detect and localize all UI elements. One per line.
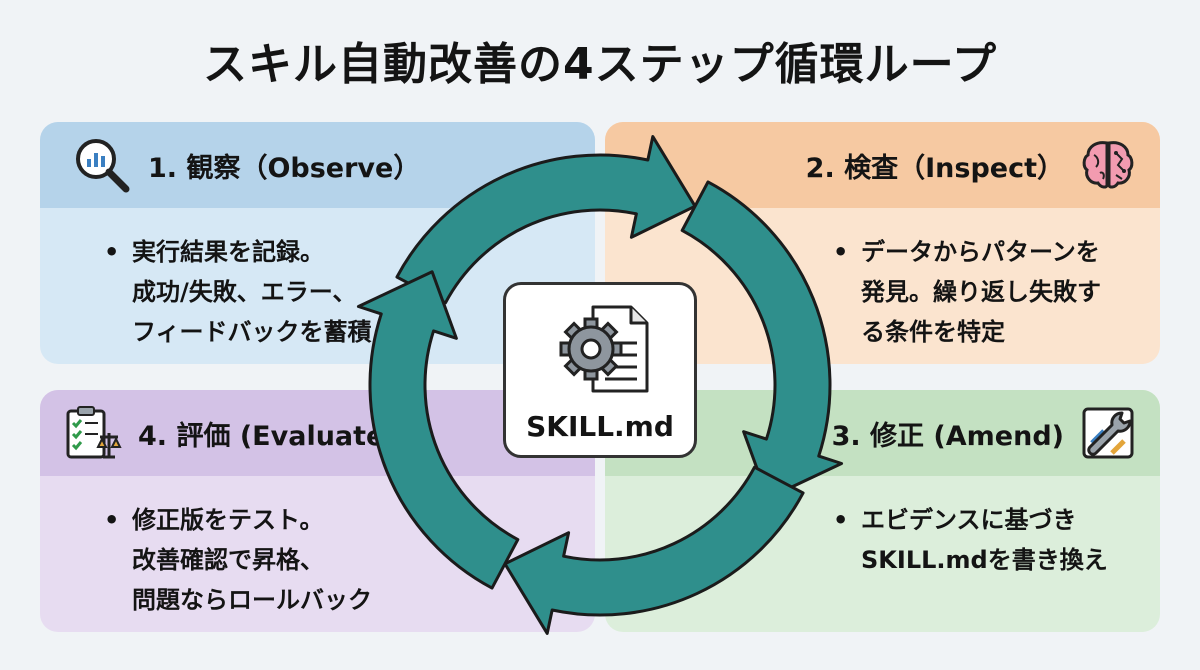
checklist-scale-icon [60,401,124,465]
description-line: 成功/失敗、エラー、 [132,278,357,306]
step-heading: 4. 評価 (Evaluate) [138,420,397,452]
description-line: エビデンスに基づき [861,506,1077,534]
description-line: フィードバックを蓄積 [132,318,372,346]
step-heading: 1. 観察（Observe） [148,152,421,184]
step-description-observe: • 実行結果を記録。 成功/失敗、エラー、 フィードバックを蓄積 [40,208,595,352]
description-line: データからパターンを [861,238,1100,266]
magnifier-chart-icon [70,133,134,197]
step-description-evaluate: • 修正版をテスト。 改善確認で昇格、 問題ならロールバック [40,476,595,620]
center-label: SKILL.md [526,410,674,443]
page-title: スキル自動改善の4ステップ循環ループ [203,39,997,90]
step-header-inspect: 2. 検査（Inspect） [605,122,1160,208]
description-line: 問題ならロールバック [132,586,372,614]
center-skill-box: SKILL.md [503,282,697,458]
description-line: 実行結果を記録。 [132,238,324,266]
description-line: る条件を特定 [861,318,1005,346]
description-line: 修正版をテスト。 [132,506,324,534]
step-heading: 3. 修正 (Amend) [831,420,1064,452]
description-line: 改善確認で昇格、 [132,546,324,574]
description-line: 発見。繰り返し失敗す [861,278,1101,306]
step-heading: 2. 検査（Inspect） [805,152,1064,184]
description-line: SKILL.mdを書き換え [861,546,1108,574]
step-header-observe: 1. 観察（Observe） [40,122,595,208]
step-description-amend: • エビデンスに基づき SKILL.mdを書き換え [605,476,1160,580]
step-card-inspect: 2. 検査（Inspect） • データからパターンを 発見。繰り返し失敗す る… [605,122,1160,364]
gear-document-icon [553,299,653,403]
bullet-dot: • [104,506,120,534]
wrench-icon [1076,401,1140,465]
bullet-dot: • [104,238,120,266]
bullet-dot: • [833,238,849,266]
brain-icon [1076,133,1140,197]
bullet-dot: • [833,506,849,534]
